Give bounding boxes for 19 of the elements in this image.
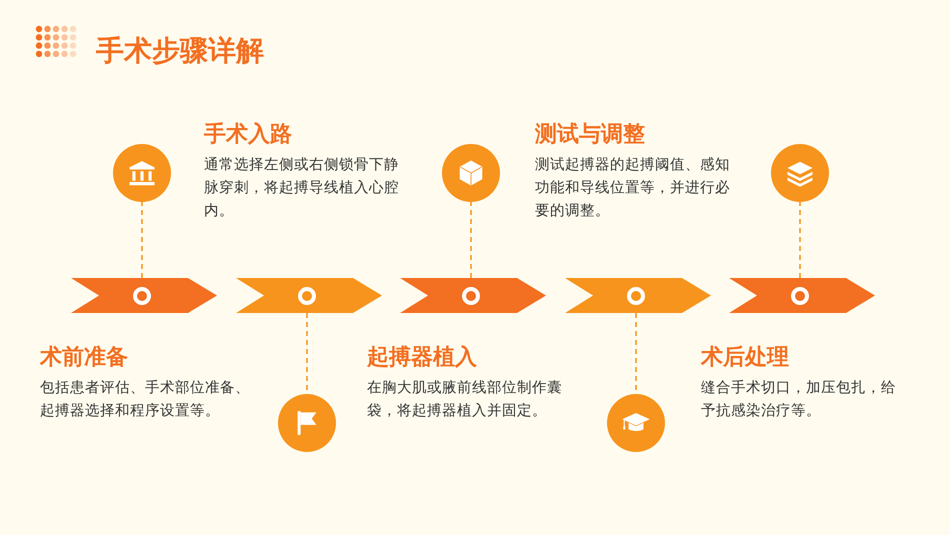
dashed-connector: [470, 202, 472, 278]
step-heading: 手术入路: [204, 122, 292, 148]
step-description: 测试起搏器的起搏阈值、感知功能和导线位置等，并进行必要的调整。: [535, 156, 731, 221]
timeline-segment: [71, 278, 217, 313]
step-description: 通常选择左侧或右侧锁骨下静脉穿刺，将起搏导线植入心腔内。: [204, 156, 400, 221]
timeline-segment: [236, 278, 382, 313]
step-heading: 测试与调整: [535, 122, 645, 148]
title: 手术步骤详解: [96, 34, 264, 68]
timeline-segment: [565, 278, 711, 313]
step-heading: 术后处理: [701, 345, 789, 371]
step-description: 缝合手术切口，加压包扎，给予抗感染治疗等。: [701, 378, 897, 421]
timeline-segment: [729, 278, 875, 313]
dashed-connector: [799, 202, 801, 278]
timeline-segment: [400, 278, 546, 313]
step-heading: 起搏器植入: [367, 345, 477, 371]
step-description: 包括患者评估、手术部位准备、起搏器选择和程序设置等。: [40, 378, 251, 421]
step-heading: 术前准备: [40, 345, 128, 371]
dashed-connector: [141, 202, 143, 278]
step-description: 在胸大肌或腋前线部位制作囊袋，将起搏器植入并固定。: [367, 378, 563, 421]
